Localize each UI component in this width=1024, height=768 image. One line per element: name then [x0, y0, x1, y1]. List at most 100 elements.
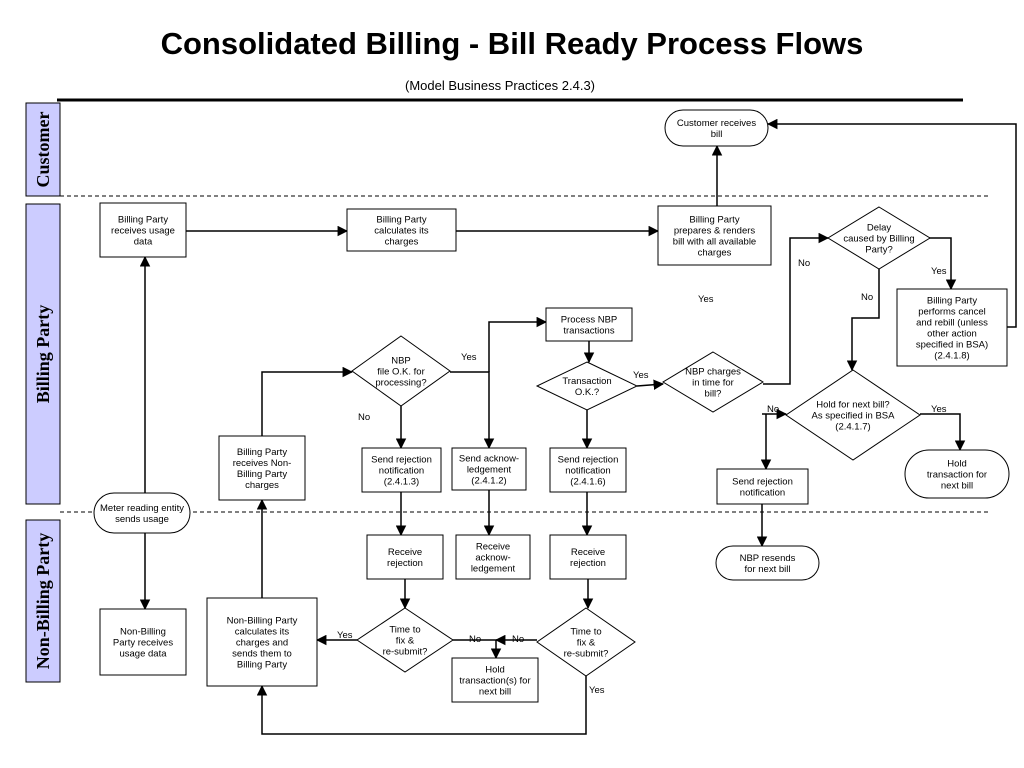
node-shape [346, 208, 457, 252]
edge-label-fix2-yes: Yes [589, 685, 605, 696]
flow-arrow [766, 118, 1017, 328]
flow-arrow [920, 413, 966, 452]
flow-arrow [450, 371, 495, 450]
node-shape [549, 447, 627, 493]
node-label: Hold for next bill?As specified in BSA(2… [812, 400, 896, 433]
edge-label-nbp-ok-yes: Yes [461, 352, 477, 363]
flow-arrow [488, 316, 548, 372]
flow-arrow [256, 676, 587, 735]
node-shape [206, 597, 318, 687]
node-shape [451, 447, 527, 491]
node-shape [356, 607, 454, 673]
lane-box-non-billing-party [25, 519, 61, 683]
lane-label-non-billing-party: Non-Billing Party [33, 533, 53, 670]
node-shape [715, 545, 820, 581]
page-subtitle: (Model Business Practices 2.4.3) [404, 78, 596, 93]
node-shape [896, 288, 1008, 367]
node-shape [455, 534, 531, 580]
node-shape [716, 468, 809, 505]
flow-arrow [261, 366, 354, 436]
node-shape [549, 534, 627, 580]
node-shape [366, 534, 444, 580]
node-shape [361, 447, 442, 493]
node-shape [93, 492, 191, 534]
node-shape [99, 202, 187, 258]
node-shape [657, 205, 772, 266]
flow-arrow [846, 269, 880, 372]
node-shape [218, 435, 306, 501]
node-shape [785, 369, 921, 461]
node-send-ack: Send acknow-ledgement(2.4.1.2) [451, 447, 527, 491]
node-shape [99, 608, 187, 676]
edge-label-trans-ok-yes: Yes [633, 370, 649, 381]
node-shape [351, 335, 451, 407]
lane-box-customer [25, 102, 61, 197]
node-shape [827, 206, 931, 270]
page-title: Consolidated Billing - Bill Ready Proces… [160, 26, 864, 61]
flow-arrow [929, 237, 957, 291]
node-hold-next: Hold for next bill?As specified in BSA(2… [785, 369, 921, 461]
node-shape [545, 307, 633, 342]
lane-box-billing-party [25, 203, 61, 505]
node-shape [662, 351, 764, 413]
edge-label-fix1-no: No [469, 634, 481, 645]
edge-label-delay-no: No [861, 292, 873, 303]
node-shape [904, 449, 1010, 499]
edge-label-in-time-yes: Yes [698, 294, 714, 305]
edge-label-hold-next-yes: Yes [931, 404, 947, 415]
flow-arrow [763, 232, 830, 385]
lane-label-billing-party: Billing Party [33, 305, 53, 404]
edge-label-fix2-no: No [512, 634, 524, 645]
lane-label-customer: Customer [33, 112, 53, 188]
edge-label-fix1-yes: Yes [337, 630, 353, 641]
flow-arrow [636, 379, 665, 390]
edge-label-in-time-no: No [798, 258, 810, 269]
edge-label-delay-yes: Yes [931, 266, 947, 277]
